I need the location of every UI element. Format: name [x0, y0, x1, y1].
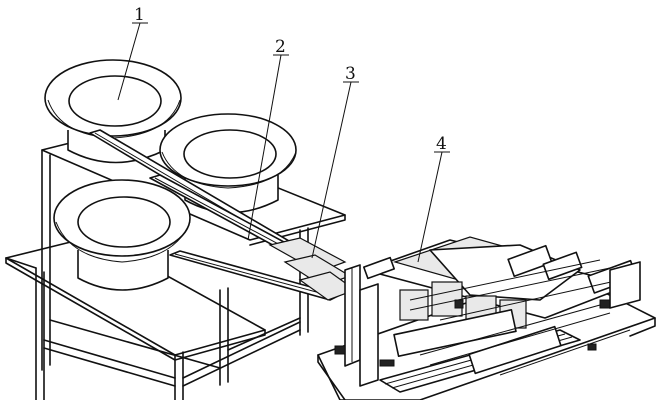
linear-feed-tracks — [89, 129, 357, 301]
assembly-mechanism — [334, 236, 641, 393]
callout-2: 2 — [275, 37, 286, 57]
bowl-feeder-2 — [159, 113, 297, 214]
callout-4: 4 — [436, 134, 447, 154]
bowl-feeder-3 — [53, 179, 191, 291]
callout-3: 3 — [345, 64, 356, 84]
callouts: 1 2 3 4 — [117, 5, 450, 263]
callout-1: 1 — [134, 5, 145, 25]
